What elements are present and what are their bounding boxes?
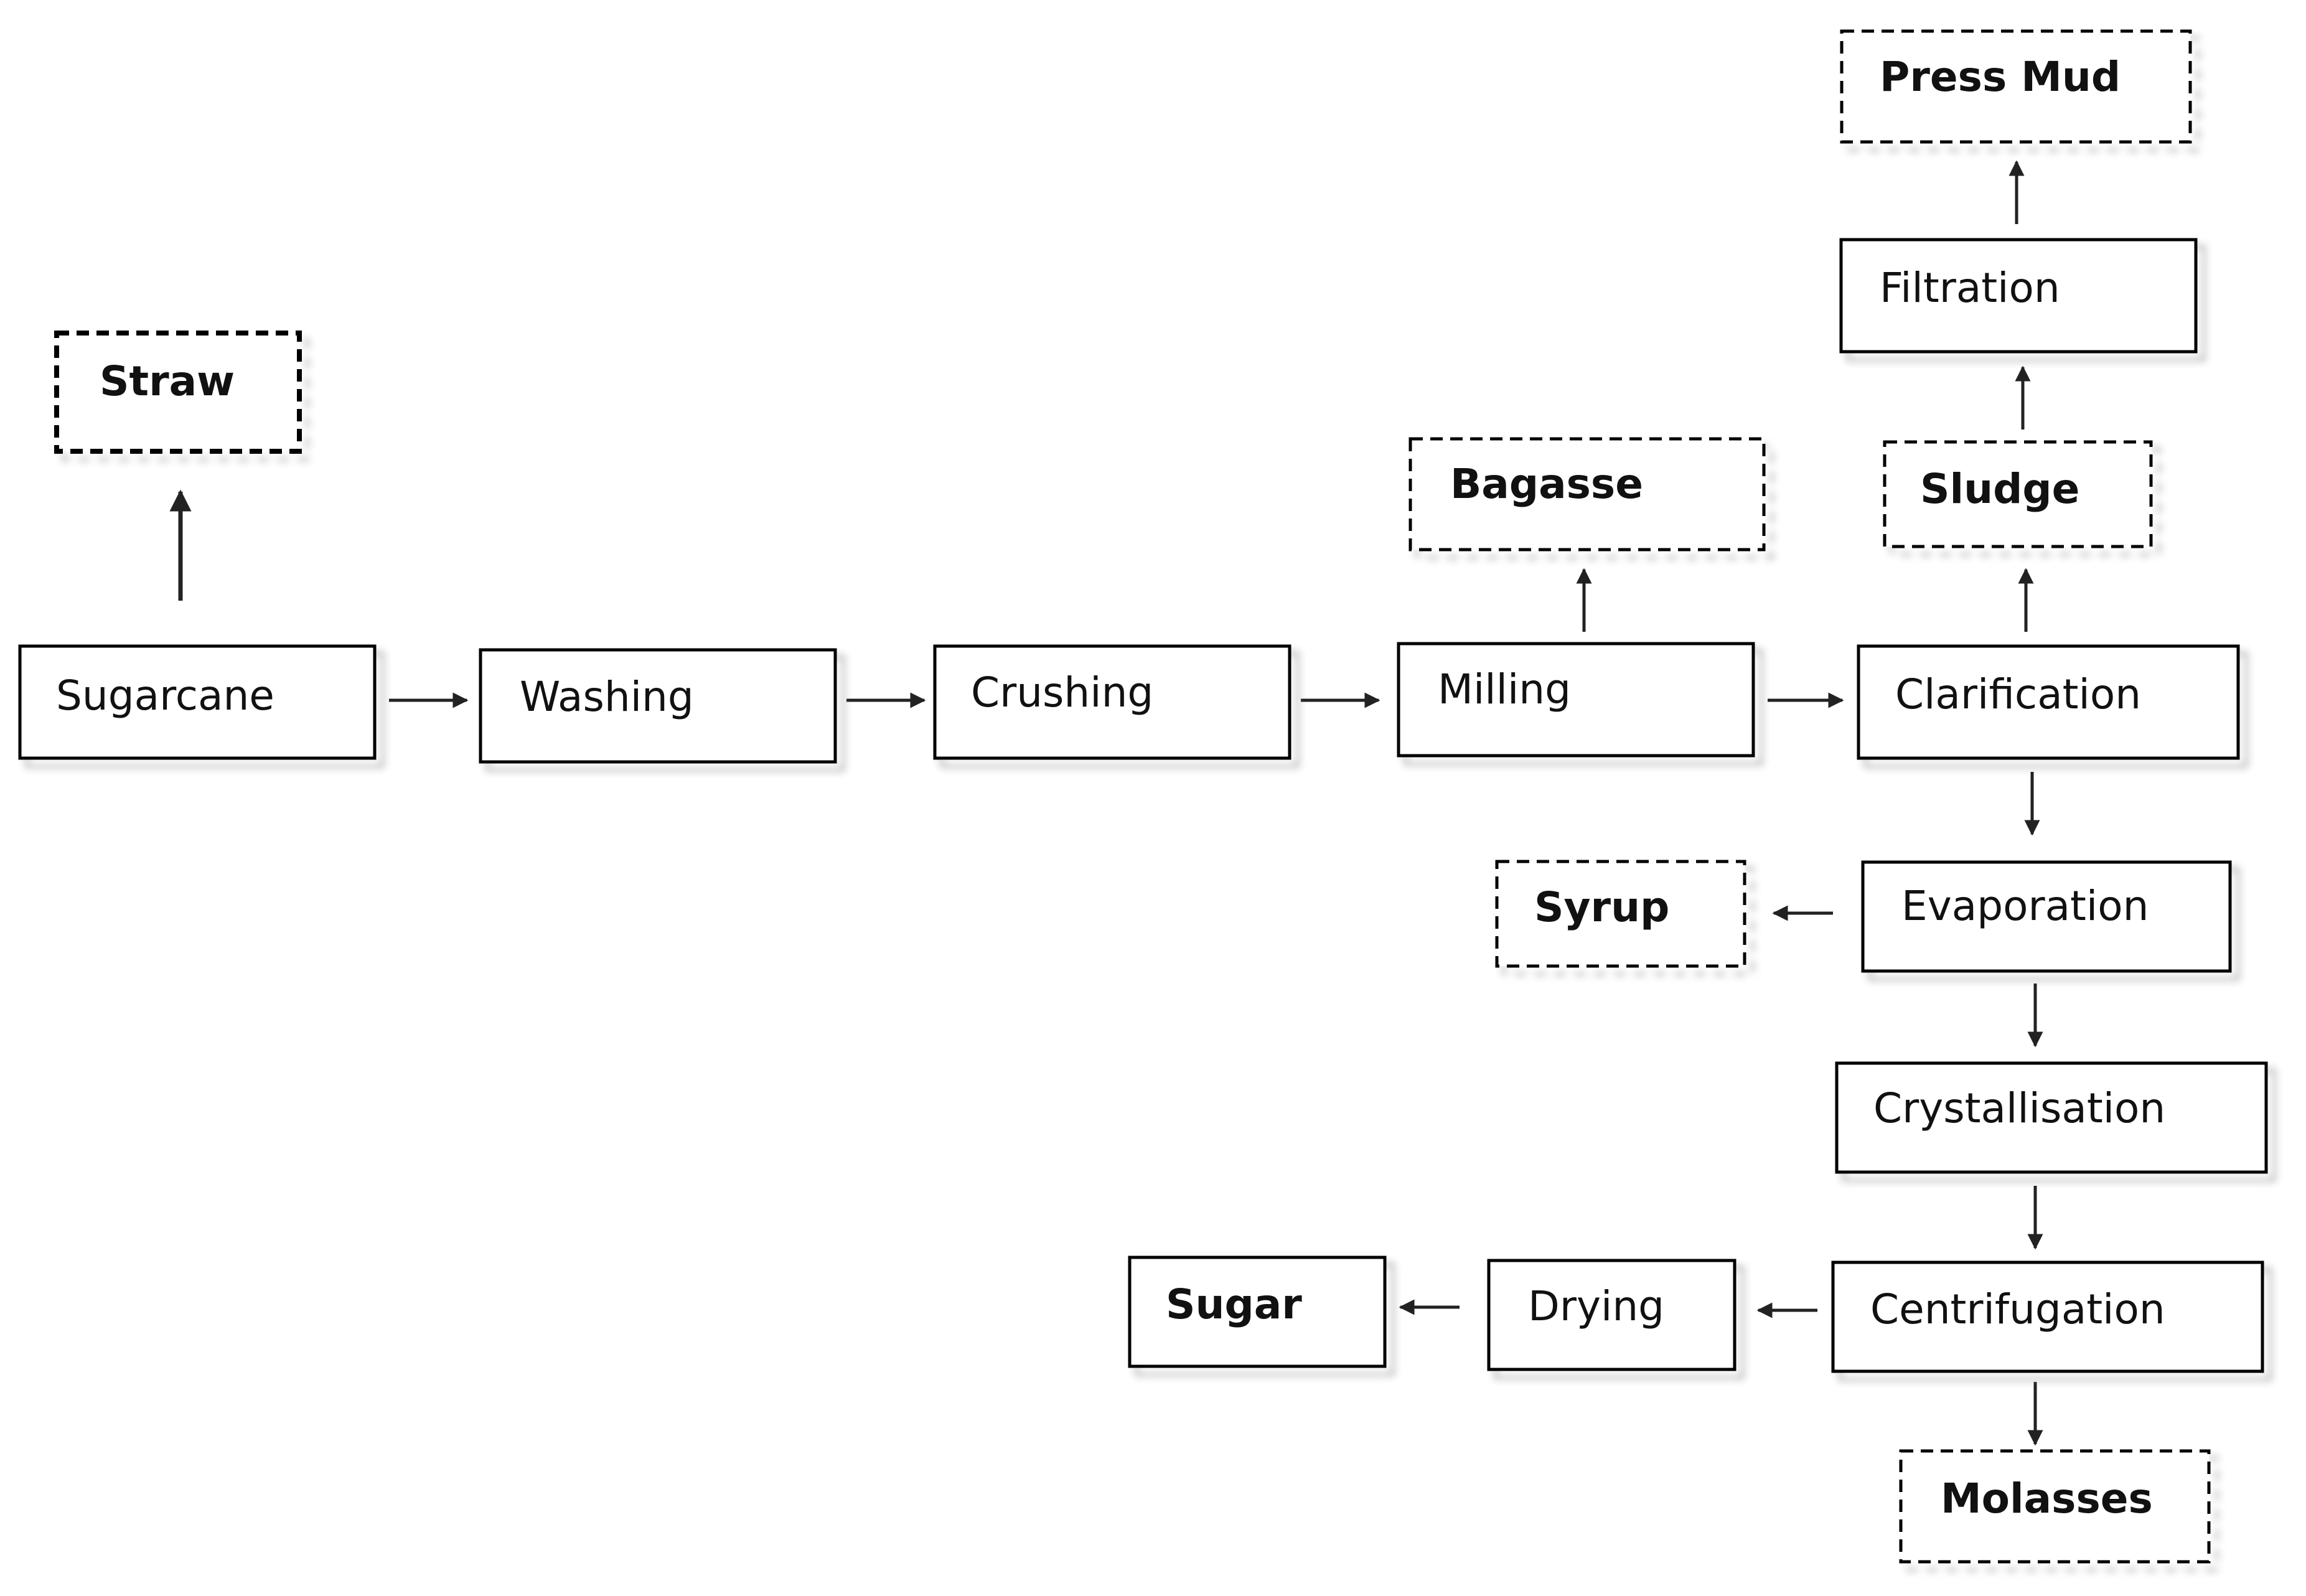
node-crystallisation: Crystallisation [1835,1061,2276,1181]
node-crystallisation-label: Crystallisation [1873,1084,2165,1132]
node-filtration: Filtration [1839,238,2205,361]
node-crushing: Crushing [933,644,1299,767]
node-drying-label: Drying [1528,1282,1664,1330]
output-straw: Straw [54,331,309,461]
node-centrifugation-label: Centrifugation [1870,1285,2165,1333]
node-milling-label: Milling [1438,665,1571,713]
output-sludge-label: Sludge [1920,465,2079,513]
node-sugarcane: Sugarcane [18,644,384,767]
node-evaporation-label: Evaporation [1901,882,2149,930]
node-evaporation: Evaporation [1861,860,2239,980]
output-bagasse-label: Bagasse [1450,460,1643,508]
output-press-mud: Press Mud [1840,29,2200,151]
output-molasses-label: Molasses [1941,1475,2153,1523]
output-bagasse: Bagasse [1408,437,1773,559]
node-washing-label: Washing [520,673,694,721]
node-crushing-label: Crushing [971,669,1153,716]
output-press-mud-label: Press Mud [1880,53,2121,101]
node-washing: Washing [479,648,845,771]
output-sugar-label: Sugar [1166,1280,1302,1328]
node-clarification-label: Clarification [1895,670,2141,718]
arrows [169,160,2043,1446]
node-milling: Milling [1397,642,1763,765]
node-clarification: Clarification [1857,644,2247,767]
node-filtration-label: Filtration [1880,264,2060,312]
output-sugar: Sugar [1128,1256,1394,1376]
output-syrup-label: Syrup [1534,883,1669,931]
output-molasses: Molasses [1899,1449,2218,1571]
output-straw-label: Straw [100,357,235,405]
node-centrifugation: Centrifugation [1831,1260,2272,1381]
node-drying: Drying [1487,1259,1744,1379]
node-sugarcane-label: Sugarcane [56,672,274,720]
output-sludge: Sludge [1883,440,2160,556]
output-syrup: Syrup [1495,860,1754,975]
